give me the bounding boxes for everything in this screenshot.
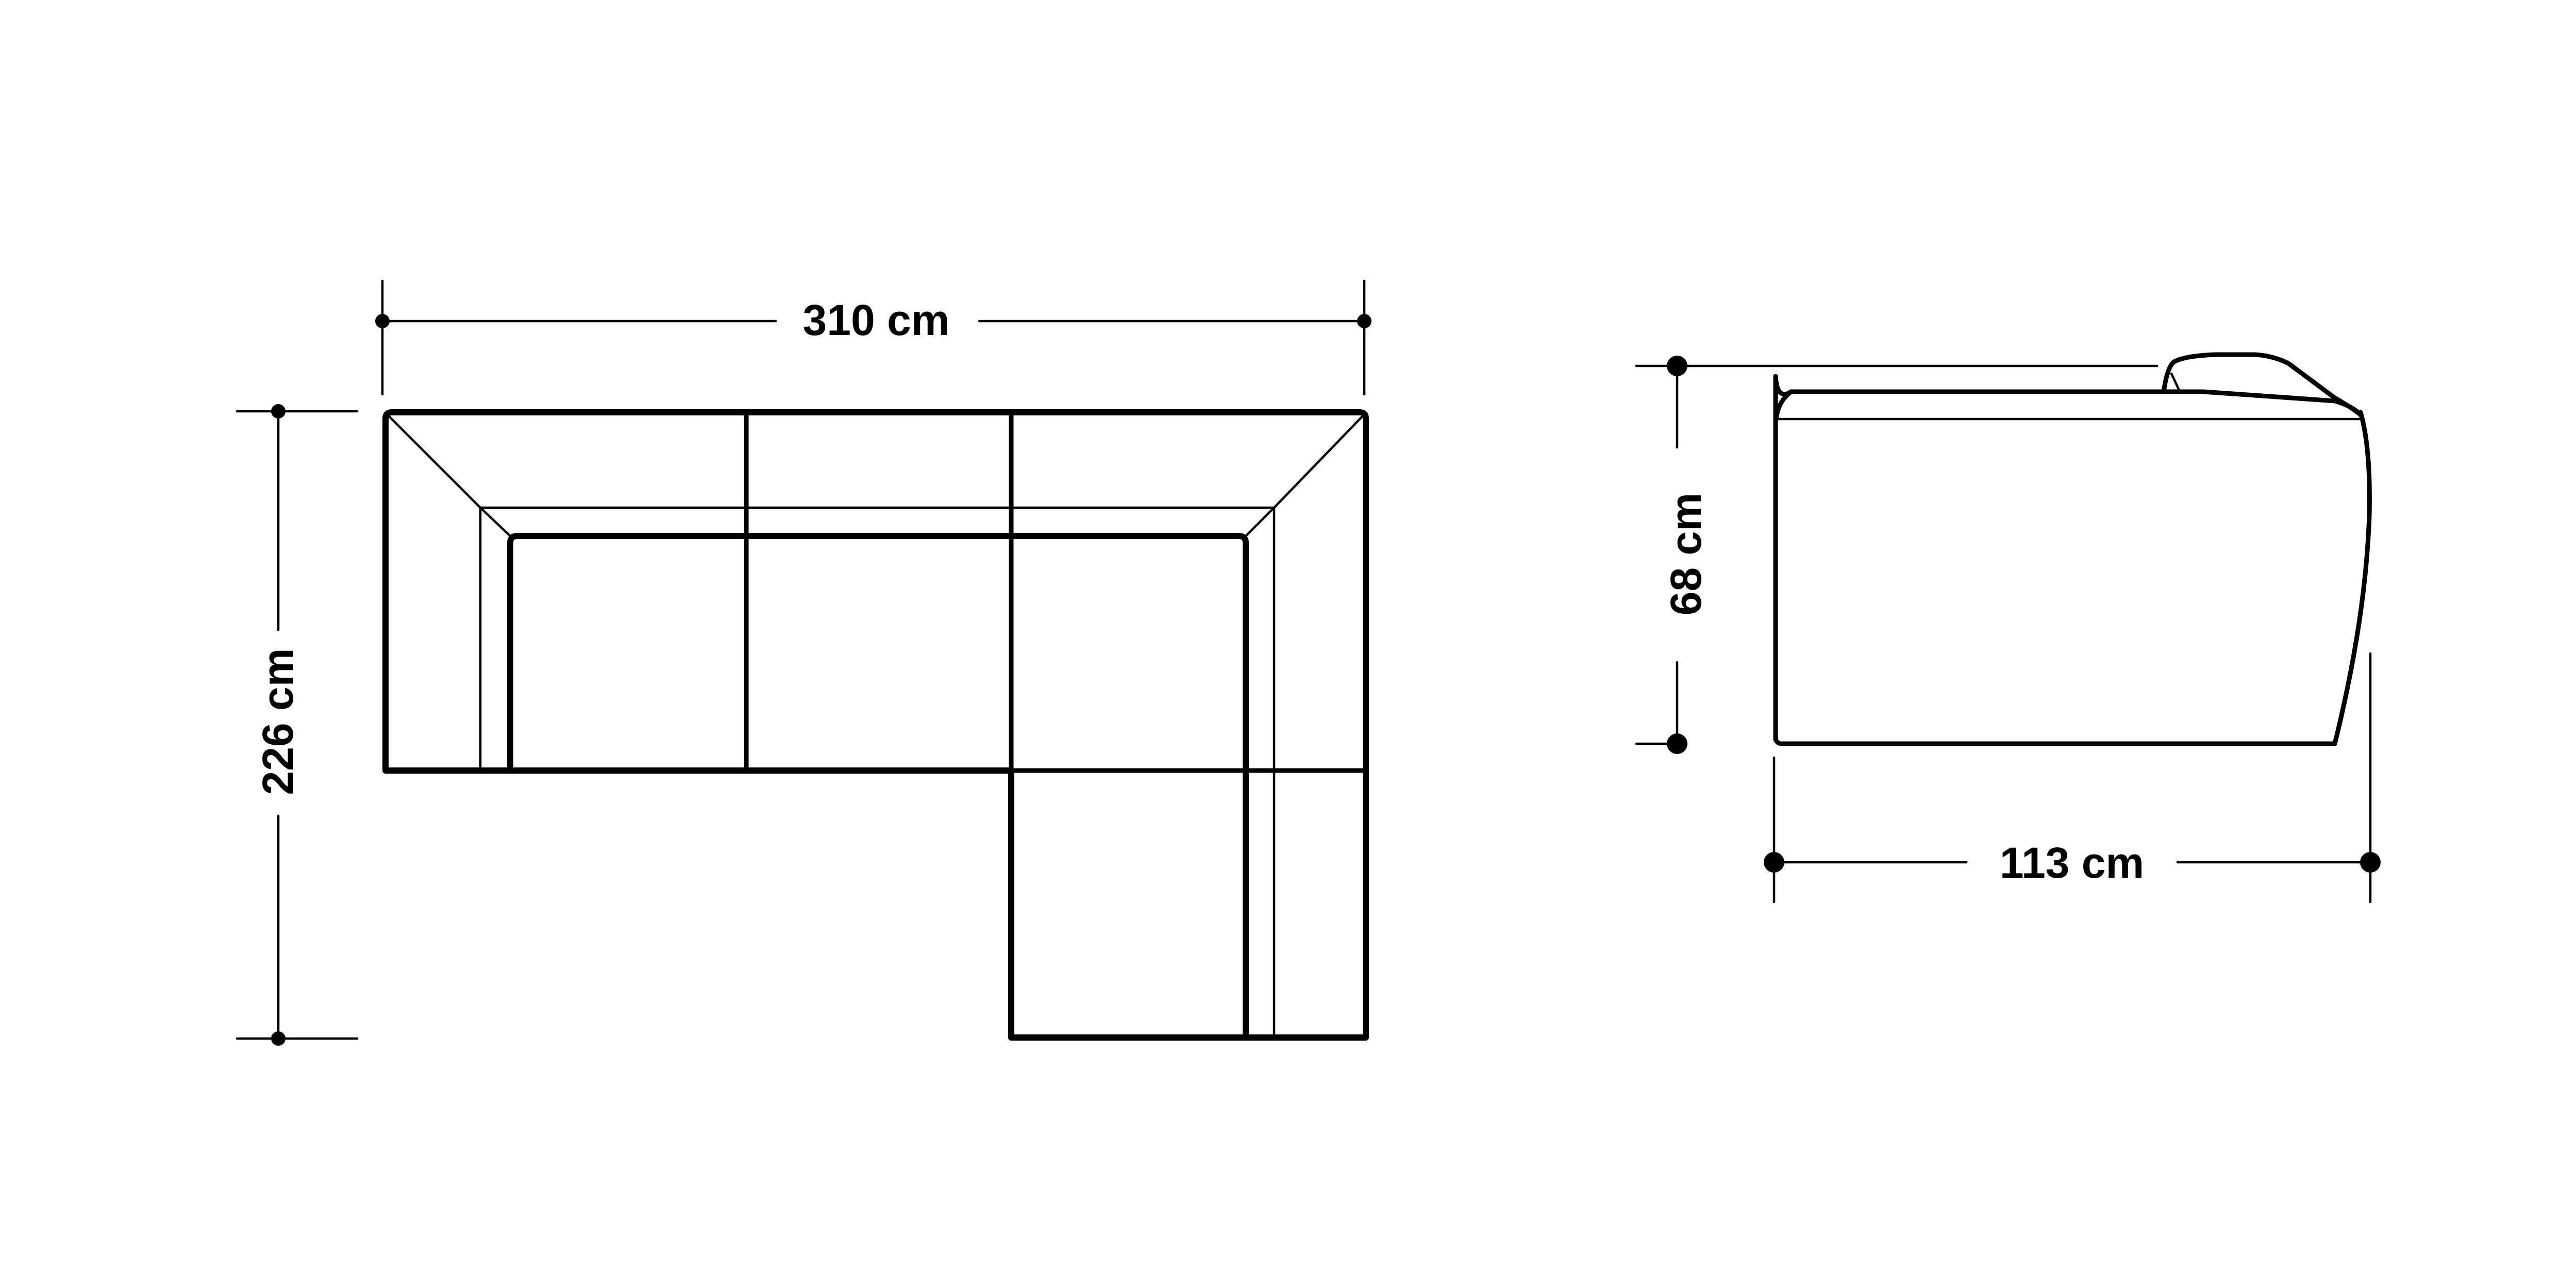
height-label: 68 cm (1662, 493, 1710, 615)
corner-diagonal-left-outer (386, 413, 482, 509)
length-label: 226 cm (254, 648, 302, 795)
height-dimension: 68 cm (1635, 356, 2159, 754)
depth-label: 113 cm (2000, 839, 2144, 887)
sofa-side-profile (1773, 352, 2372, 746)
depth-dimension: 113 cm (1764, 652, 2381, 904)
width-endpoint-right (1357, 314, 1371, 328)
sofa-side-front-edge (1773, 389, 2170, 742)
sofa-side-body (1773, 374, 2372, 746)
width-endpoint-left (375, 314, 390, 328)
corner-diagonal-right-inner (1244, 506, 1276, 538)
top-view: 310 cm 226 cm (236, 279, 1371, 1046)
height-endpoint-top (1667, 356, 1687, 376)
length-endpoint-bottom (271, 1031, 286, 1046)
side-view: 68 cm 113 cm (1635, 352, 2381, 904)
backrest-roll (2161, 352, 2363, 417)
sofa-outer-edge (382, 409, 1369, 1041)
corner-diagonal-right-outer (1273, 413, 1365, 509)
corner-diagonal-left-inner (479, 506, 512, 538)
width-dimension: 310 cm (375, 279, 1371, 396)
height-endpoint-bottom (1667, 733, 1687, 754)
depth-endpoint-right (2360, 852, 2381, 873)
sofa-top-outline (382, 409, 1369, 1041)
seat-inner-edge (507, 533, 1249, 1041)
width-label: 310 cm (803, 296, 950, 344)
length-endpoint-top (271, 404, 286, 419)
depth-endpoint-left (1764, 852, 1784, 873)
length-dimension: 226 cm (236, 404, 359, 1046)
backrest-crease (2170, 372, 2181, 392)
